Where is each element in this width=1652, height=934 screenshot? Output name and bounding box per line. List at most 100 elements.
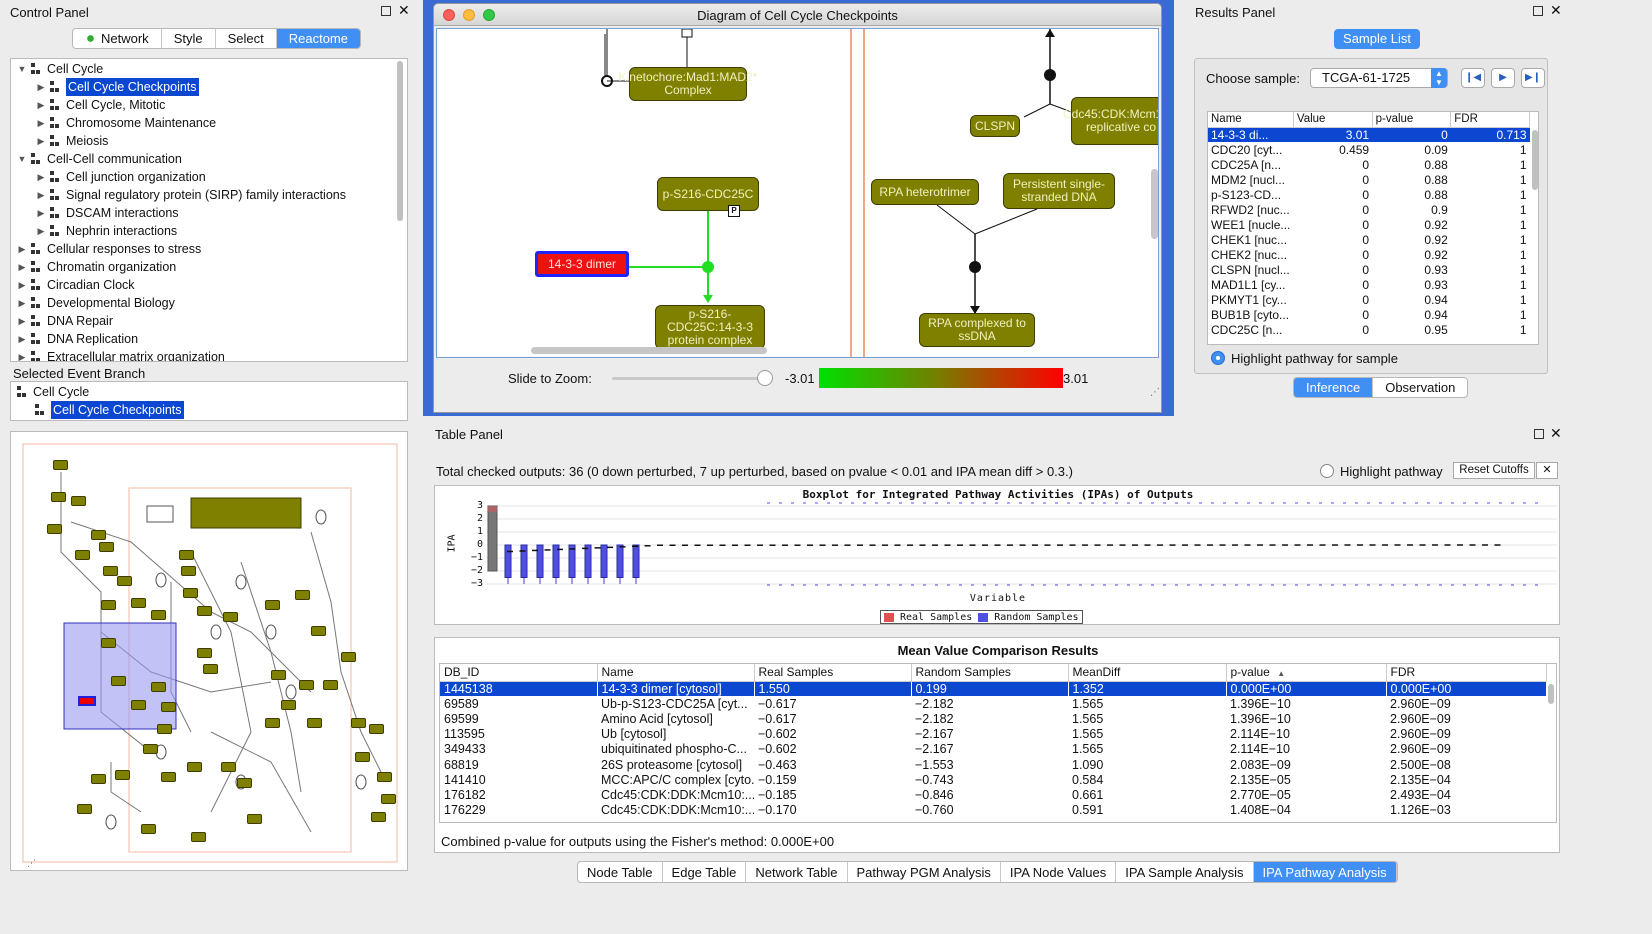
close-panel-button[interactable]: ✕ [398,2,410,18]
tab-node-table[interactable]: Node Table [578,862,663,882]
col-name[interactable]: Name [597,664,755,682]
col-db-id[interactable]: DB_ID [440,664,598,682]
tree-item[interactable]: ▼Cell-Cell communication [15,150,182,168]
tree-item[interactable]: ▶Signal regulatory protein (SIRP) family… [34,186,346,204]
float-panel-button[interactable] [381,6,391,16]
tab-edge-table[interactable]: Edge Table [663,862,747,882]
tab-ipa-sample-analysis[interactable]: IPA Sample Analysis [1116,862,1254,882]
node-rpa-ssdna[interactable]: RPA complexed to ssDNA [919,313,1035,347]
tree-item[interactable]: ▶Nephrin interactions [34,222,178,240]
expanded-arrow-icon[interactable]: ▼ [17,154,27,164]
sample-table-scrollbar[interactable] [1532,130,1538,190]
tab-select[interactable]: Select [216,29,277,48]
node-14-3-3-dimer[interactable]: 14-3-3 dimer [535,251,629,277]
col-name[interactable]: Name [1208,112,1294,128]
tab-style[interactable]: Style [162,29,216,48]
tab-observation[interactable]: Observation [1385,380,1456,395]
col-p-value[interactable]: p-value ▲ [1226,664,1387,682]
network-overview[interactable]: ⋰ [10,431,408,871]
close-cutoffs-button[interactable]: ✕ [1536,462,1558,479]
tree-item[interactable]: ▶DNA Repair [15,312,113,330]
collapsed-arrow-icon[interactable]: ▶ [37,100,45,110]
node-rpa[interactable]: RPA heterotrimer [871,179,979,205]
node-kinetochore[interactable]: Kinetochore:Mad1:MAD2* Complex [619,67,757,101]
minimize-window-button[interactable] [463,9,475,21]
tree-item[interactable]: ▶Chromatin organization [15,258,177,276]
tree-item[interactable]: ▼Cell Cycle [15,60,104,78]
col-real-samples[interactable]: Real Samples [754,664,912,682]
tree-item[interactable]: ▶Cellular responses to stress [15,240,202,258]
float-panel-button[interactable] [1534,429,1544,439]
tab-ipa-pathway-analysis[interactable]: IPA Pathway Analysis [1253,862,1397,882]
canvas-hscrollbar[interactable] [531,347,767,354]
canvas-vscrollbar[interactable] [1151,169,1158,239]
col-fdr[interactable]: FDR [1450,112,1530,128]
col-random-samples[interactable]: Random Samples [911,664,1069,682]
col-fdr[interactable]: FDR [1386,664,1547,682]
expanded-arrow-icon[interactable]: ▼ [17,64,27,74]
window-resize-icon[interactable]: ⋰ [1150,387,1160,398]
tree-item[interactable]: ▶Cell junction organization [34,168,206,186]
col-value[interactable]: Value [1293,112,1373,128]
collapsed-arrow-icon[interactable]: ▶ [37,190,45,200]
tree-item[interactable]: ▶Circadian Clock [15,276,135,294]
close-window-button[interactable] [443,9,455,21]
zoom-slider-track[interactable] [612,377,772,380]
collapsed-arrow-icon[interactable]: ▶ [37,136,45,146]
mean-table-scrollbar[interactable] [1548,684,1554,704]
sample-list-button[interactable]: Sample List [1334,29,1420,49]
collapsed-arrow-icon[interactable]: ▶ [37,208,45,218]
event-branch-item-checkpoints[interactable]: Cell Cycle Checkpoints [33,401,184,419]
collapsed-arrow-icon[interactable]: ▶ [18,352,26,362]
last-sample-button[interactable]: ▶❙ [1521,68,1545,88]
collapsed-arrow-icon[interactable]: ▶ [37,172,45,182]
tree-item[interactable]: ▶Chromosome Maintenance [34,114,217,132]
node-cdc45[interactable]: Cdc45:CDK:Mcm10:p replicative co [1063,97,1158,145]
tab-ipa-node-values[interactable]: IPA Node Values [1001,862,1117,882]
event-branch-item-cell-cycle[interactable]: Cell Cycle [15,383,89,401]
tree-item[interactable]: ▶DSCAM interactions [34,204,179,222]
node-clspn[interactable]: CLSPN [970,115,1020,137]
collapsed-arrow-icon[interactable]: ▶ [18,244,26,254]
tree-item[interactable]: ▶Developmental Biology [15,294,175,312]
reset-cutoffs-button[interactable]: Reset Cutoffs [1453,462,1535,479]
tree-scrollbar[interactable] [397,61,403,221]
float-panel-button[interactable] [1533,6,1543,16]
collapsed-arrow-icon[interactable]: ▶ [18,316,26,326]
collapsed-arrow-icon[interactable]: ▶ [18,298,26,308]
close-panel-button[interactable]: ✕ [1550,425,1562,441]
tree-item[interactable]: ▶Meiosis [34,132,109,150]
tab-reactome[interactable]: Reactome [276,29,360,48]
col-pvalue[interactable]: p-value [1372,112,1452,128]
tab-network-table[interactable]: Network Table [746,862,848,882]
col-meandiff[interactable]: MeanDiff [1068,664,1227,682]
collapsed-arrow-icon[interactable]: ▶ [37,118,45,128]
tab-network[interactable]: Network [73,29,162,48]
close-panel-button[interactable]: ✕ [1550,2,1562,18]
next-sample-button[interactable]: ▶ [1491,68,1515,88]
zoom-slider-thumb[interactable] [757,370,773,386]
tab-pathway-pgm-analysis[interactable]: Pathway PGM Analysis [848,862,1001,882]
collapsed-arrow-icon[interactable]: ▶ [18,334,26,344]
